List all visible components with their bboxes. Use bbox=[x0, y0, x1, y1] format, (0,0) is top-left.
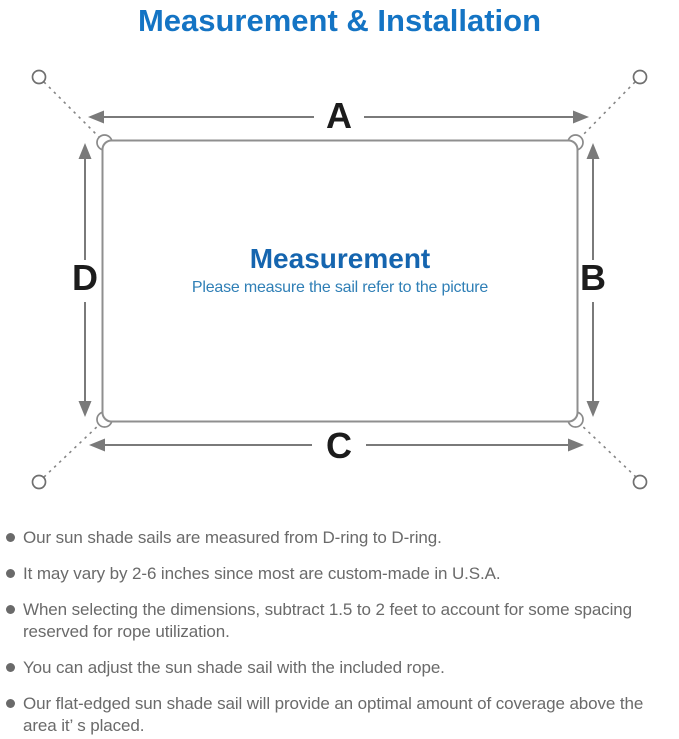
anchor-ring-bottom-left bbox=[31, 474, 47, 490]
dimension-b-label: B bbox=[580, 257, 606, 298]
arrowhead-right-icon bbox=[573, 110, 589, 124]
dimension-b: B bbox=[580, 143, 606, 417]
dimension-d: D bbox=[72, 143, 98, 417]
note-item: When selecting the dimensions, subtract … bbox=[6, 599, 676, 643]
note-text: Our flat-edged sun shade sail will provi… bbox=[23, 694, 644, 735]
bullet-icon bbox=[6, 605, 15, 614]
note-text: You can adjust the sun shade sail with t… bbox=[23, 658, 445, 677]
anchor-ring-bottom-right bbox=[632, 474, 648, 490]
note-item: Our sun shade sails are measured from D-… bbox=[6, 527, 676, 549]
page-title: Measurement & Installation bbox=[137, 3, 542, 38]
bullet-icon bbox=[6, 533, 15, 542]
dimension-d-label: D bbox=[72, 257, 98, 298]
anchor-rope-top-left bbox=[43, 81, 103, 141]
anchor-ring-top-right bbox=[632, 69, 648, 85]
dimension-c: C bbox=[89, 425, 584, 466]
arrowhead-right-icon bbox=[568, 438, 584, 452]
arrowhead-left-icon bbox=[88, 110, 104, 124]
bullet-icon bbox=[6, 699, 15, 708]
diagram-center-heading: Measurement bbox=[250, 243, 431, 274]
bullet-icon bbox=[6, 569, 15, 578]
note-item: It may vary by 2-6 inches since most are… bbox=[6, 563, 676, 585]
anchor-rope-top-right bbox=[577, 81, 636, 141]
note-text: It may vary by 2-6 inches since most are… bbox=[23, 564, 501, 583]
note-item: You can adjust the sun shade sail with t… bbox=[6, 657, 676, 679]
note-text: Our sun shade sails are measured from D-… bbox=[23, 528, 442, 547]
dimension-a: A bbox=[88, 95, 589, 136]
dimension-a-label: A bbox=[326, 95, 352, 136]
measurement-diagram: A C D B Measurement Please meas bbox=[31, 69, 648, 490]
arrowhead-up-icon bbox=[586, 143, 600, 159]
arrowhead-left-icon bbox=[89, 438, 105, 452]
note-item: Our flat-edged sun shade sail will provi… bbox=[6, 693, 676, 737]
bullet-icon bbox=[6, 663, 15, 672]
shade-sail-outline bbox=[101, 139, 579, 423]
notes-list: Our sun shade sails are measured from D-… bbox=[6, 527, 676, 739]
dimension-c-label: C bbox=[326, 425, 352, 466]
note-text: When selecting the dimensions, subtract … bbox=[23, 600, 632, 641]
arrowhead-down-icon bbox=[586, 401, 600, 417]
arrowhead-down-icon bbox=[78, 401, 92, 417]
arrowhead-up-icon bbox=[78, 143, 92, 159]
diagram-center-caption: Please measure the sail refer to the pic… bbox=[192, 279, 489, 296]
anchor-rope-bottom-right bbox=[577, 421, 637, 478]
anchor-rope-bottom-left bbox=[43, 421, 103, 478]
anchor-ring-top-left bbox=[31, 69, 47, 85]
